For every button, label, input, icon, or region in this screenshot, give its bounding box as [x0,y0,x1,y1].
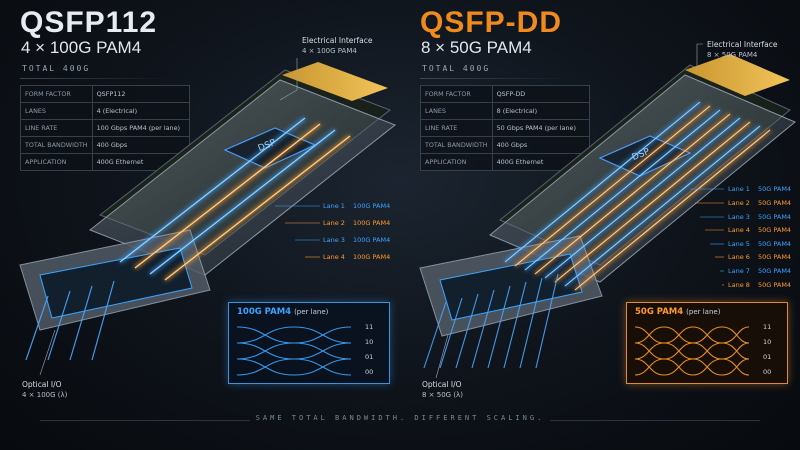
eye-level: 01 [365,353,374,361]
eye-level: 11 [365,323,374,331]
lane-label: Lane 7 50G PAM4 [728,267,791,275]
qsfpdd-optical-callout: Optical I/O 8 × 50G (λ) [422,380,463,400]
gold-fingers [282,62,388,101]
qsfp112-total: TOTAL 400G [22,64,91,73]
footer-tagline: SAME TOTAL BANDWIDTH. DIFFERENT SCALING. [255,414,545,422]
lane-rate: 100G PAM4 [353,236,391,244]
eye-title-rate: 50G PAM4 [635,307,684,317]
qsfp112-optical-callout: Optical I/O 4 × 100G (λ) [22,380,67,400]
lane-line [149,129,336,275]
lane-label: Lane 4 100G PAM4 [323,253,390,261]
lane-name: Lane 4 [323,253,345,261]
eye-per-lane: (per lane) [294,308,329,316]
callout-title: Optical I/O [22,380,62,389]
lane-label: Lane 4 50G PAM4 [728,226,791,234]
lane-rate: 50G PAM4 [758,281,792,289]
eye-title: 50G PAM4 (per lane) [635,307,720,317]
optical-ports [39,247,193,319]
callout-sub: 8 × 50G PAM4 [707,51,758,59]
divider [20,78,170,79]
lane-name: Lane 6 [728,253,750,261]
lane-rate: 50G PAM4 [758,199,792,207]
lane-line [119,117,306,263]
qsfp112-eye-panel: 100G PAM4 (per lane) 11 10 01 00 [228,302,390,384]
gold-fingers [685,54,790,96]
lane-label: Lane 3 50G PAM4 [728,213,791,221]
lane-label: Lane 2 50G PAM4 [728,199,791,207]
lane-rate: 100G PAM4 [353,202,391,210]
lane-label: Lane 8 50G PAM4 [728,281,791,289]
qsfpdd-eye-panel: 50G PAM4 (per lane) 11 10 01 00 [626,302,788,384]
lane-label: Lane 5 50G PAM4 [728,240,791,248]
lane-rate: 50G PAM4 [758,240,792,248]
lane-label: Lane 1 50G PAM4 [728,185,791,193]
lane-name: Lane 1 [323,202,345,210]
qsfpdd-title: QSFP-DD [420,6,562,39]
callout-sub: 4 × 100G PAM4 [302,47,357,55]
lane-rate: 100G PAM4 [353,253,391,261]
callout-title: Optical I/O [422,380,462,389]
qsfp112-title: QSFP112 [20,6,158,39]
lane-rate: 50G PAM4 [758,213,792,221]
lane-name: Lane 1 [728,185,750,193]
lane-label: Lane 6 50G PAM4 [728,253,791,261]
lane-name: Lane 3 [323,236,345,244]
lane-name: Lane 8 [728,281,750,289]
lane-name: Lane 2 [728,199,750,207]
lane-label: Lane 1 100G PAM4 [323,202,390,210]
lane-rate: 50G PAM4 [758,253,792,261]
callout-title: Electrical Interface [707,40,778,49]
eye-title-rate: 100G PAM4 [237,307,292,317]
qsfp112-electrical-callout: Electrical Interface 4 × 100G PAM4 [302,36,372,56]
lane-label: Lane 2 100G PAM4 [323,219,390,227]
eye-level: 10 [365,338,374,346]
lane-name: Lane 5 [728,240,750,248]
lane-rate: 50G PAM4 [758,226,792,234]
eye-level: 00 [365,368,374,376]
qsfp112-module [19,58,396,376]
optical-beams [423,273,559,369]
footer-rule [40,420,250,421]
lane-line [134,123,321,269]
qsfpdd-electrical-callout: Electrical Interface 8 × 50G PAM4 [707,40,777,60]
lane-rate: 100G PAM4 [353,219,391,227]
callout-leaders [39,58,320,376]
divider [420,78,570,79]
qsfpdd-module [419,43,796,379]
eye-title: 100G PAM4 (per lane) [237,307,328,317]
lane-name: Lane 7 [728,267,750,275]
eye-per-lane: (per lane) [686,308,721,316]
callout-title: Electrical Interface [302,36,373,45]
optical-beams [25,280,115,361]
qsfpdd-total: TOTAL 400G [422,64,491,73]
eye-level: 11 [763,323,772,331]
eye-level: 10 [763,338,772,346]
eye-level: 00 [763,368,772,376]
eye-diagram-orange [634,326,750,376]
callout-sub: 4 × 100G (λ) [22,391,68,399]
lane-rate: 50G PAM4 [758,185,792,193]
lane-line [164,135,351,281]
lane-rate: 50G PAM4 [758,267,792,275]
eye-level: 01 [763,353,772,361]
lane-name: Lane 3 [728,213,750,221]
footer-rule [550,420,760,421]
qsfpdd-lane-lines [504,101,771,291]
qsfpdd-subtitle: 8 × 50G PAM4 [421,38,532,57]
lane-name: Lane 4 [728,226,750,234]
eye-diagram-blue [236,326,352,376]
lane-name: Lane 2 [323,219,345,227]
callout-sub: 8 × 50G (λ) [422,391,463,399]
lane-label: Lane 3 100G PAM4 [323,236,390,244]
qsfp112-subtitle: 4 × 100G PAM4 [21,38,142,57]
callout-leaders [435,43,724,379]
